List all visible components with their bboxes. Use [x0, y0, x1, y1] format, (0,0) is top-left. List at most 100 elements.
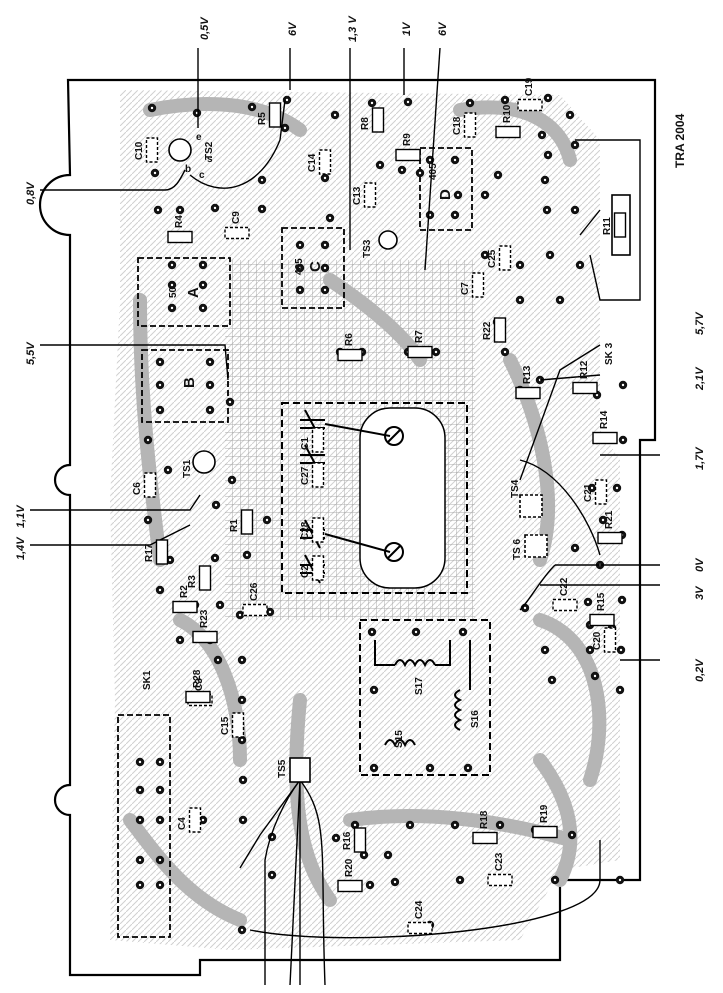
pad-hole: [158, 360, 162, 364]
pad-hole: [170, 306, 174, 310]
pad-hole: [201, 306, 205, 310]
socket-sk3-label: SK 3: [604, 342, 615, 365]
pin-label: b: [185, 164, 191, 175]
pad-hole: [238, 613, 242, 617]
pad-hole: [543, 178, 547, 182]
pad-hole: [298, 288, 302, 292]
resistor-body: R9: [395, 133, 421, 162]
pad-hole: [333, 113, 337, 117]
voltage-label: 0V: [694, 557, 706, 572]
ts6-body: [524, 534, 548, 558]
pad-hole: [150, 106, 154, 110]
socket-sk1-frame: [117, 714, 171, 938]
module-b-letter: B: [181, 377, 198, 388]
capacitor-body: C15: [220, 712, 245, 738]
pad-hole: [370, 101, 374, 105]
resistor-body: R1: [229, 509, 254, 535]
pad-hole: [378, 163, 382, 167]
pad-hole: [518, 298, 522, 302]
pad-hole: [158, 408, 162, 412]
pad-hole: [138, 883, 142, 887]
voltage-label: 1,7V: [694, 446, 706, 470]
pad-hole: [216, 658, 220, 662]
trimmer-screw-bottom: [384, 542, 404, 562]
pad-hole: [146, 518, 150, 522]
pad-hole: [158, 883, 162, 887]
pad-hole: [400, 168, 404, 172]
pin-label: e: [196, 132, 202, 143]
module-d-letter: D: [437, 189, 454, 200]
module-b-frame: [141, 349, 229, 423]
resistor-body: R11: [602, 212, 627, 238]
pad-hole: [615, 486, 619, 490]
resistor-label: R1: [229, 519, 240, 532]
voltage-label: 5,7V: [694, 311, 706, 335]
capacitor-body: C26: [242, 582, 268, 617]
capacitor-label: C19: [524, 77, 535, 96]
resistor-label: R12: [579, 360, 590, 379]
capacitor-body: C10: [134, 137, 159, 163]
resistor-label: R18: [479, 810, 490, 829]
pad-hole: [468, 101, 472, 105]
capacitor-body: C13: [352, 182, 377, 208]
capacitor-label: C6: [132, 482, 143, 495]
pad-hole: [503, 98, 507, 102]
capacitor-body: C28: [300, 517, 325, 543]
capacitor-label: C3: [194, 678, 205, 691]
pad-hole: [285, 98, 289, 102]
pad-hole: [170, 263, 174, 267]
pad-hole: [138, 760, 142, 764]
pad-hole: [298, 266, 302, 270]
pad-hole: [146, 438, 150, 442]
resistor-label: R20: [344, 858, 355, 877]
pad-hole: [201, 818, 205, 822]
voltage-label: 0,2V: [694, 658, 706, 682]
pad-hole: [545, 208, 549, 212]
module-c-letter: C: [307, 261, 324, 272]
capacitor-body: C23: [487, 852, 513, 887]
transistor-label: TS 6: [512, 538, 523, 560]
resistor-label: R21: [604, 510, 615, 529]
pad-hole: [372, 688, 376, 692]
transistor-label: TS4: [510, 479, 521, 498]
capacitor-label: C25: [487, 249, 498, 268]
capacitor-label: C9: [231, 211, 242, 224]
resistor-body: R7: [407, 330, 433, 359]
resistor-body: R16: [342, 827, 367, 853]
capacitor-label: C23: [494, 852, 505, 871]
pad-hole: [240, 738, 244, 742]
pad-hole: [250, 105, 254, 109]
pad-hole: [138, 858, 142, 862]
pad-hole: [213, 556, 217, 560]
pad-hole: [283, 126, 287, 130]
pad-hole: [568, 113, 572, 117]
pad-hole: [138, 818, 142, 822]
resistor-label: R8: [360, 117, 371, 130]
module-d-code: 405: [428, 163, 439, 180]
pad-hole: [353, 823, 357, 827]
resistor-body: R28: [185, 669, 211, 704]
pad-hole: [245, 553, 249, 557]
resistor-body: R18: [472, 810, 498, 845]
pad-hole: [418, 171, 422, 175]
pad-hole: [620, 598, 624, 602]
capacitor-body: C19: [517, 77, 543, 112]
pad-hole: [498, 823, 502, 827]
pad-hole: [496, 173, 500, 177]
pad-hole: [483, 253, 487, 257]
resistor-body: R10: [495, 104, 521, 139]
pad-hole: [268, 610, 272, 614]
pad-hole: [540, 133, 544, 137]
capacitor-body: C18: [452, 112, 477, 138]
pad-hole: [619, 648, 623, 652]
capacitor-label: C21: [583, 483, 594, 502]
capacitor-body: C21: [583, 479, 608, 505]
pad-hole: [166, 468, 170, 472]
resistor-label: R10: [502, 104, 513, 123]
pad-hole: [178, 208, 182, 212]
resistor-label: R17: [144, 543, 155, 562]
pad-hole: [483, 193, 487, 197]
transistor-label: TS3: [362, 239, 373, 258]
pad-hole: [461, 630, 465, 634]
